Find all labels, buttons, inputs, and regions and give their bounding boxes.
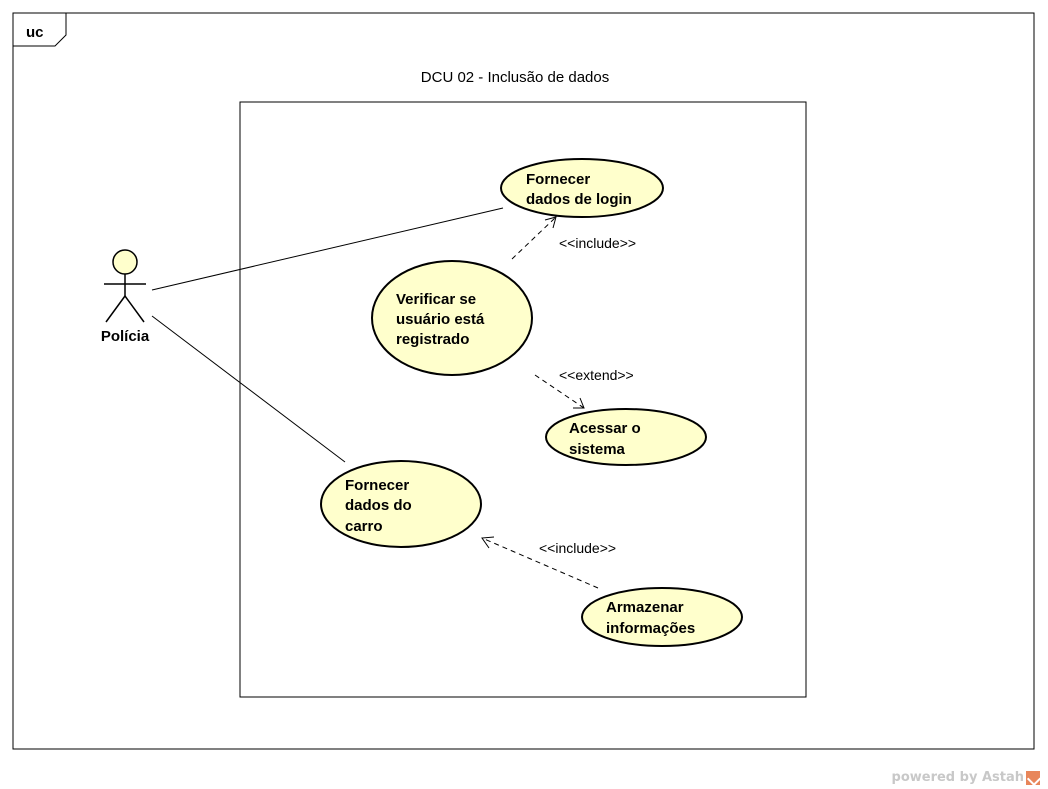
association-car [151, 315, 346, 463]
use-case-login-line-2: dados de login [526, 191, 632, 208]
use-case-access[interactable]: Acessar o sistema [545, 408, 707, 466]
use-case-access-line-1: Acessar o [569, 420, 641, 437]
use-case-verify-line-1: Verificar se [396, 291, 476, 308]
system-boundary [239, 101, 807, 698]
use-case-login[interactable]: Fornecer dados de login [500, 158, 664, 218]
use-case-access-line-2: sistema [569, 441, 626, 458]
use-case-store-line-1: Armazenar [606, 599, 684, 616]
include-car-label: <<include>> [539, 540, 616, 556]
actor-policia[interactable]: Polícia [101, 249, 150, 345]
extend-access-label: <<extend>> [559, 367, 634, 383]
use-case-store[interactable]: Armazenar informações [581, 587, 743, 647]
frame-tag-box [13, 13, 67, 47]
actor-head [112, 249, 138, 275]
use-case-login-line-1: Fornecer [526, 171, 590, 188]
include-login-arrow [511, 216, 557, 260]
association-login [151, 207, 504, 291]
use-case-verify-line-3: registrado [396, 331, 469, 348]
use-case-car-line-3: carro [345, 518, 383, 535]
watermark: powered by Astah [892, 770, 1040, 785]
include-car-arrow [481, 536, 599, 589]
diagram-title: DCU 02 - Inclusão de dados [421, 69, 609, 86]
use-case-car[interactable]: Fornecer dados do carro [320, 460, 482, 548]
diagram-frame [12, 12, 1035, 750]
include-login-label: <<include>> [559, 235, 636, 251]
actor-name: Polícia [101, 328, 150, 345]
use-case-car-line-1: Fornecer [345, 477, 409, 494]
watermark-text: powered by Astah [891, 770, 1024, 785]
extend-access-arrow [534, 374, 585, 409]
use-case-verify-line-2: usuário está [396, 311, 485, 328]
astah-logo-icon [1026, 770, 1040, 785]
frame-tag: uc [26, 24, 44, 41]
use-case-car-line-2: dados do [345, 497, 412, 514]
use-case-verify[interactable]: Verificar se usuário está registrado [371, 260, 533, 376]
use-case-store-line-2: informações [606, 620, 695, 637]
